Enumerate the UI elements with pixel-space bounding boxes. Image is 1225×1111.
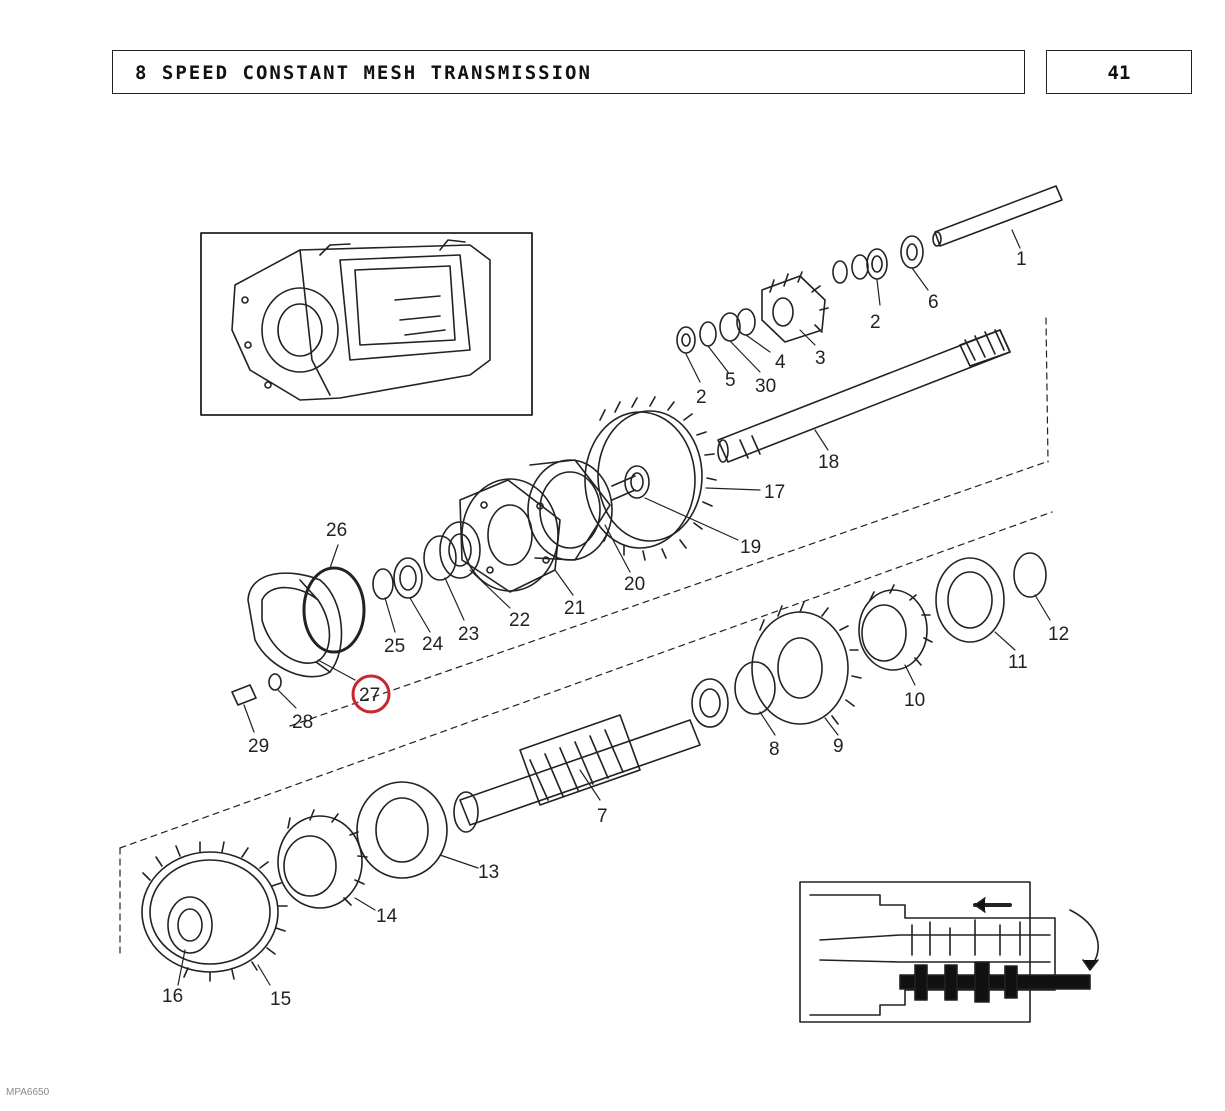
callout-24: 24 <box>422 634 444 655</box>
callout-5: 5 <box>725 370 736 391</box>
callout-9: 9 <box>833 736 844 757</box>
callout-20: 20 <box>624 574 645 595</box>
callout-10: 10 <box>904 690 925 711</box>
callout-17: 17 <box>764 482 785 503</box>
callout-1: 1 <box>1016 249 1027 270</box>
callout-7: 7 <box>597 806 608 827</box>
callout-13: 13 <box>478 862 499 883</box>
housing-inset <box>200 232 533 416</box>
layout-inset <box>799 881 1099 1023</box>
reference-code: MPA6650 <box>6 1087 50 1098</box>
cover-group <box>231 521 481 706</box>
upper-gear-group <box>459 396 717 593</box>
callout-16: 16 <box>162 986 183 1007</box>
callout-29: 29 <box>248 736 269 757</box>
page-number-box: 41 <box>1046 50 1192 94</box>
page-number: 41 <box>1107 62 1131 84</box>
callout-25: 25 <box>384 636 405 657</box>
callout-23: 23 <box>458 624 479 645</box>
callout-4: 4 <box>775 352 786 373</box>
callout-11: 11 <box>1008 652 1028 673</box>
callout-26: 26 <box>326 520 347 541</box>
leader-lines <box>177 229 1051 986</box>
page-title: 8 SPEED CONSTANT MESH TRANSMISSION <box>135 62 592 84</box>
callout-30: 30 <box>755 376 776 397</box>
title-box: 8 SPEED CONSTANT MESH TRANSMISSION <box>112 50 1025 94</box>
callout-28: 28 <box>292 712 313 733</box>
callout-6: 6 <box>928 292 939 313</box>
callout-22: 22 <box>509 610 530 631</box>
callout-3: 3 <box>815 348 826 369</box>
callout-14: 14 <box>376 906 398 927</box>
assembly-envelope <box>119 317 1053 956</box>
highlight-ring <box>351 674 391 714</box>
callout-27: 27 <box>359 685 380 706</box>
callout-21: 21 <box>564 598 585 619</box>
lower-shaft-parts <box>141 552 1047 982</box>
callout-2: 2 <box>696 387 707 408</box>
callout-15: 15 <box>270 989 291 1010</box>
callout-19: 19 <box>740 537 761 558</box>
callout-18: 18 <box>818 452 839 473</box>
callout-2: 2 <box>870 312 881 333</box>
callout-12: 12 <box>1048 624 1069 645</box>
callout-8: 8 <box>769 739 780 760</box>
